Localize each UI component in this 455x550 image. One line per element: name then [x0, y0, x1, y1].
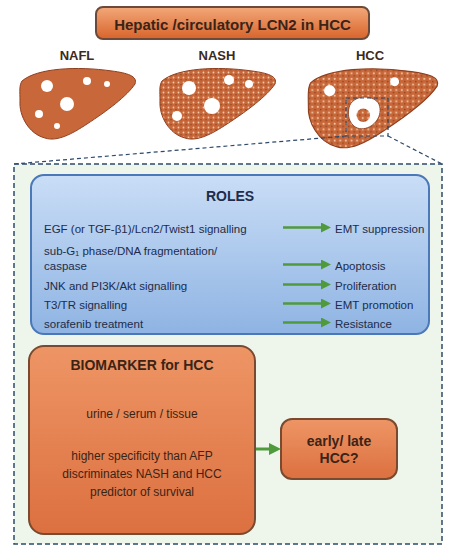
box-text: sub-G₁ phase/DNA fragmentation/ caspase: [44, 244, 244, 274]
leader-line: [14, 136, 346, 164]
box-text: EMT promotion: [335, 298, 431, 313]
box-text: EGF (or TGF-β1)/Lcn2/Twist1 signalling: [44, 222, 299, 237]
title-box: Hepatic /circulatory LCN2 in HCC: [95, 6, 370, 40]
box-heading: ROLES: [32, 188, 428, 205]
box-heading: BIOMARKER for HCC: [30, 357, 254, 374]
leader-line: [388, 136, 442, 164]
biomarker-box: BIOMARKER for HCC urine / serum / tissue h…: [28, 345, 256, 535]
box-text: predictor of survival: [30, 485, 254, 500]
box-text: Proliferation: [335, 279, 431, 294]
box-text: Resistance: [335, 317, 431, 332]
roles-box: ROLES EGF (or TGF-β1)/Lcn2/Twist1 signall…: [30, 174, 430, 335]
box-text: Apoptosis: [335, 259, 431, 274]
box-heading: early/ late HCC?: [299, 433, 379, 467]
dashed-enclosure: [14, 164, 442, 544]
box-text: discriminates NASH and HCC: [30, 467, 254, 482]
liver-hcc: [308, 69, 438, 148]
liver-nash: [160, 68, 276, 139]
outcome-box: early/ late HCC?: [280, 418, 398, 480]
focus-square: [346, 98, 388, 136]
box-text: JNK and PI3K/Akt signalling: [44, 279, 299, 294]
stage-label: NASH: [177, 48, 257, 63]
role-arrow: [283, 321, 326, 324]
stage-label: NAFL: [37, 48, 117, 63]
role-arrow: [283, 226, 326, 229]
role-arrow: [283, 302, 326, 305]
box-text: higher specificity than AFP: [30, 449, 254, 464]
role-arrow: [283, 263, 326, 266]
box-text: sorafenib treatment: [44, 317, 299, 332]
box-text: T3/TR signalling: [44, 298, 299, 313]
liver-nafl: [20, 68, 136, 139]
connector-arrow: [256, 448, 275, 451]
role-arrow: [283, 283, 326, 286]
box-text: EMT suppression: [335, 222, 431, 237]
box-heading: Hepatic /circulatory LCN2 in HCC: [97, 16, 368, 33]
stage-label: HCC: [330, 48, 410, 63]
box-text: urine / serum / tissue: [30, 407, 254, 422]
